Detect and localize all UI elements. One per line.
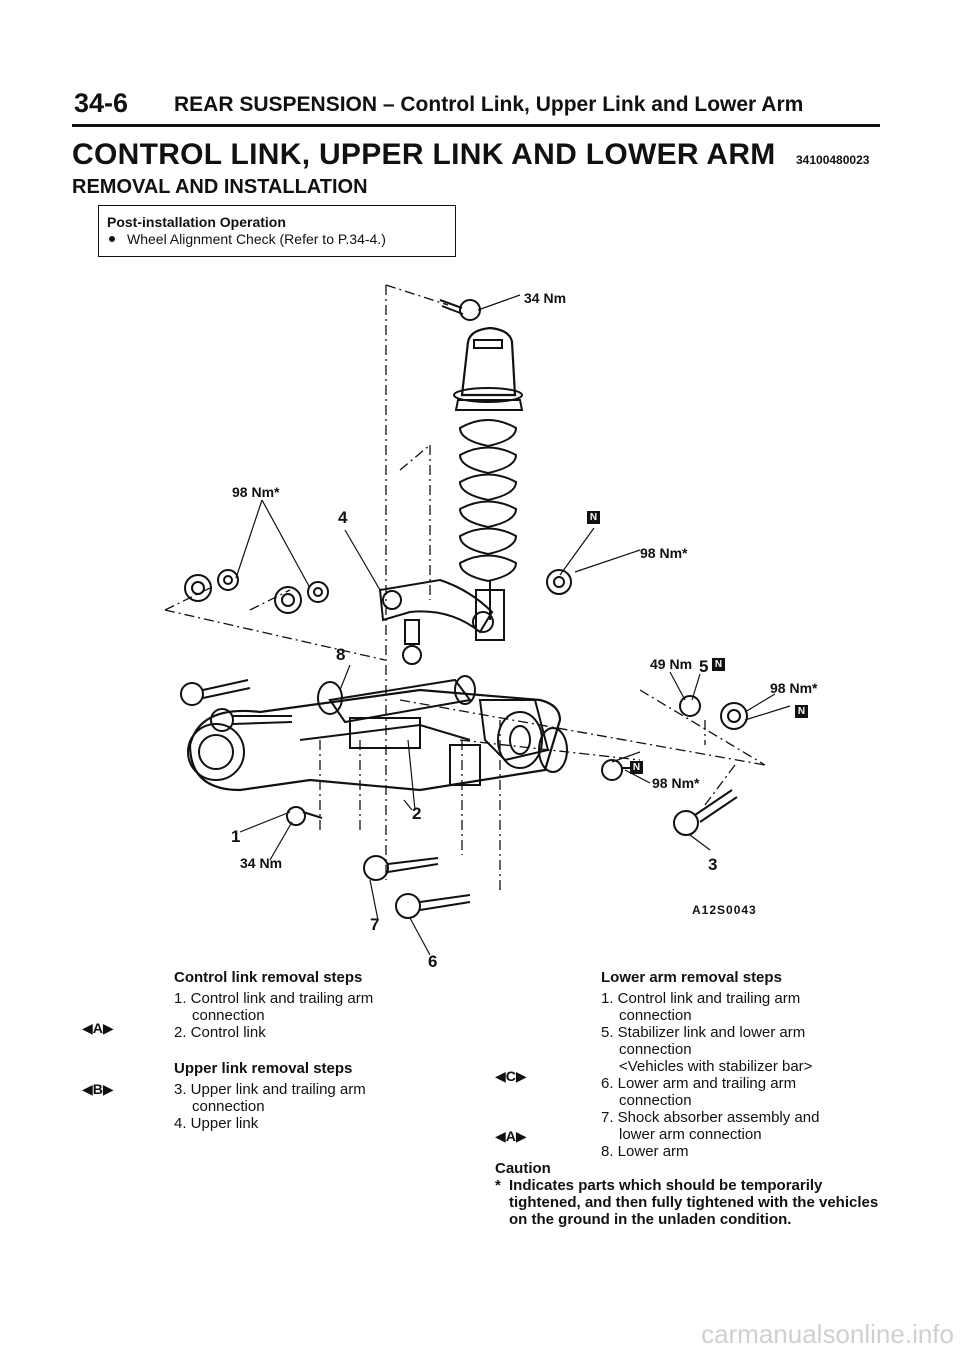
- new-part-marker: N: [795, 705, 808, 718]
- asterisk-marker: *: [495, 1177, 501, 1194]
- procedure-marker-b: ◀B▶: [82, 1081, 114, 1097]
- part-number-5: 5: [699, 657, 709, 676]
- torque-label-left: 98 Nm*: [232, 484, 280, 500]
- section-subtitle: REMOVAL AND INSTALLATION: [72, 176, 368, 198]
- part-number-1: 1: [231, 827, 241, 846]
- torque-label-mid: 49 Nm: [650, 656, 693, 672]
- torque-label-bottom-left: 34 Nm: [240, 855, 283, 871]
- procedure-marker-a: ◀A▶: [495, 1128, 527, 1144]
- upper-link: [378, 578, 494, 665]
- trailing-arm-bracket: [449, 699, 568, 786]
- list-item: 8. Lower arm: [601, 1143, 689, 1160]
- torque-label-top: 34 Nm: [524, 290, 567, 306]
- figure-code: A12S0043: [692, 903, 757, 917]
- list-item: 4. Upper link: [174, 1115, 259, 1132]
- torque-label-lower-right: 98 Nm*: [652, 775, 700, 791]
- document-code: 34100480023: [796, 153, 870, 167]
- strut-assembly: [453, 326, 524, 641]
- lower-arm: [187, 688, 562, 792]
- post-installation-item: Wheel Alignment Check (Refer to P.34-4.): [107, 231, 386, 247]
- lower-arm-steps-title: Lower arm removal steps: [601, 969, 782, 986]
- part-number-2: 2: [412, 804, 422, 823]
- torque-label-right-upper: 98 Nm*: [640, 545, 688, 561]
- new-part-marker: N: [630, 761, 643, 774]
- new-part-marker: N: [712, 658, 725, 671]
- new-part-marker: N: [587, 511, 600, 524]
- procedure-marker-a: ◀A▶: [82, 1020, 114, 1036]
- caution-text: * Indicates parts which should be tempor…: [495, 1177, 885, 1228]
- control-link-steps-title: Control link removal steps: [174, 969, 363, 986]
- header-rule: [72, 124, 880, 127]
- bullet-icon: [109, 236, 115, 242]
- bolts: [180, 299, 738, 919]
- part-number-7: 7: [370, 915, 380, 934]
- leader-lines: [235, 294, 791, 956]
- post-installation-item-text: Wheel Alignment Check (Refer to P.34-4.): [127, 231, 386, 247]
- control-link: [317, 675, 476, 749]
- list-item: 2. Control link: [174, 1024, 266, 1041]
- section-header: REAR SUSPENSION – Control Link, Upper Li…: [174, 93, 804, 116]
- upper-link-steps-title: Upper link removal steps: [174, 1060, 353, 1077]
- procedure-marker-c: ◀C▶: [495, 1068, 527, 1084]
- part-number-3: 3: [708, 855, 718, 874]
- page-title: CONTROL LINK, UPPER LINK AND LOWER ARM: [72, 138, 776, 171]
- page-number: 34-6: [74, 88, 129, 118]
- nuts: [184, 569, 748, 730]
- part-number-8: 8: [336, 645, 346, 664]
- watermark: carmanualsonline.info: [701, 1319, 954, 1349]
- torque-label-far-right: 98 Nm*: [770, 680, 818, 696]
- caution-title: Caution: [495, 1160, 551, 1177]
- post-installation-title: Post-installation Operation: [107, 214, 286, 230]
- caution-body: Indicates parts which should be temporar…: [509, 1177, 879, 1228]
- post-installation-box: Post-installation Operation Wheel Alignm…: [98, 205, 456, 257]
- part-number-4: 4: [338, 508, 348, 527]
- part-number-6: 6: [428, 952, 438, 971]
